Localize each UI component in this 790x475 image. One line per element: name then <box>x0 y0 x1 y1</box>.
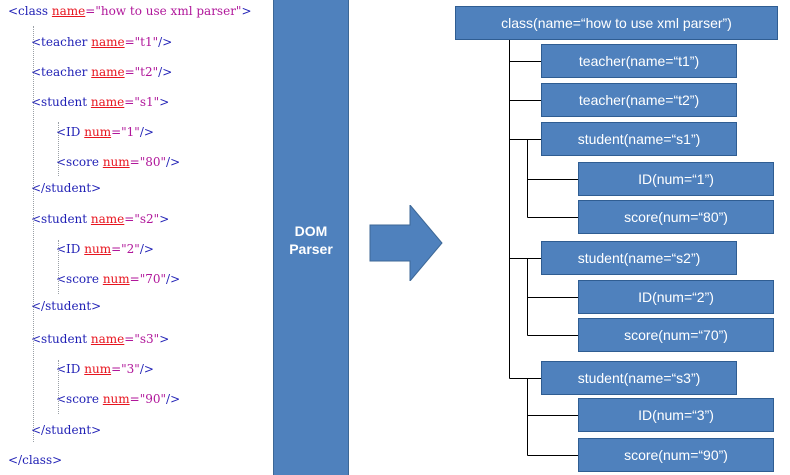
xml-tag-close: /> <box>158 65 173 79</box>
xml-tag-close: /> <box>166 272 181 286</box>
parser-label-parser: Parser <box>289 241 333 257</box>
xml-tag-close: /> <box>166 155 181 169</box>
xml-tag-close: /> <box>158 35 173 49</box>
right-arrow-icon <box>369 205 443 281</box>
xml-tag: <score <box>56 272 103 286</box>
xml-tag: <ID <box>56 125 85 139</box>
node-class-root: class(name=“how to use xml parser”) <box>455 6 778 40</box>
indent-guide <box>33 26 34 442</box>
node-score-90: score(num=“90”) <box>578 438 774 472</box>
xml-code-line: <ID num="1"/> <box>56 125 154 139</box>
xml-attribute-value: ="t2" <box>124 65 159 79</box>
xml-attribute-value: ="s2" <box>124 212 160 226</box>
xml-code-line: </student> <box>31 299 101 313</box>
node-teacher-t1: teacher(name=“t1”) <box>541 44 737 78</box>
xml-tag: <score <box>56 392 103 406</box>
xml-attribute-name: num <box>84 362 112 376</box>
xml-attribute-value: ="how to use xml parser" <box>85 4 242 18</box>
node-teacher-t2: teacher(name=“t2”) <box>541 83 737 117</box>
xml-attribute-value: ="90" <box>129 392 167 406</box>
xml-attribute-name: name <box>91 65 125 79</box>
xml-code-line: <class name="how to use xml parser"> <box>8 4 252 18</box>
xml-tag: </class> <box>8 453 63 467</box>
xml-code-line: <student name="s3"> <box>31 332 169 346</box>
xml-code-line: <teacher name="t2"/> <box>31 65 172 79</box>
xml-tag-close: > <box>159 212 170 226</box>
xml-tag-close: /> <box>139 125 154 139</box>
xml-attribute-name: num <box>102 392 130 406</box>
xml-tag: <student <box>31 95 91 109</box>
xml-attribute-name: name <box>91 35 125 49</box>
indent-guide <box>58 240 59 294</box>
xml-tag-close: > <box>159 332 170 346</box>
xml-tag: </student> <box>31 423 102 437</box>
xml-code-line: <score num="70"/> <box>56 272 180 286</box>
node-student-s2: student(name=“s2”) <box>541 241 737 275</box>
xml-attribute-value: ="s3" <box>124 332 160 346</box>
xml-attribute-name: name <box>90 95 125 109</box>
indent-guide <box>58 360 59 414</box>
xml-tag: <student <box>31 332 91 346</box>
node-student-s1: student(name=“s1”) <box>541 122 737 156</box>
xml-code-line: <student name="s2"> <box>31 212 169 226</box>
xml-attribute-value: ="80" <box>129 155 167 169</box>
xml-code-line: <teacher name="t1"/> <box>31 35 172 49</box>
parser-label-dom: DOM <box>294 223 328 239</box>
xml-tag-close: /> <box>166 392 181 406</box>
xml-tag: <class <box>8 4 52 18</box>
xml-code-line: </student> <box>31 181 101 195</box>
node-id-1: ID(num=“1”) <box>578 162 774 196</box>
node-score-80: score(num=“80”) <box>578 200 774 234</box>
xml-tag: <score <box>56 155 103 169</box>
xml-attribute-name: name <box>51 4 86 18</box>
node-student-s3: student(name=“s3”) <box>541 361 737 395</box>
xml-tag-close: /> <box>139 362 154 376</box>
xml-code-line: <ID num="2"/> <box>56 242 154 256</box>
xml-tag: </student> <box>31 181 102 195</box>
xml-attribute-name: num <box>102 272 130 286</box>
xml-tag: <teacher <box>31 35 92 49</box>
xml-attribute-value: ="s1" <box>124 95 160 109</box>
xml-attribute-name: name <box>90 332 125 346</box>
xml-tag: </student> <box>31 299 102 313</box>
xml-code-line: <score num="80"/> <box>56 155 180 169</box>
xml-attribute-value: ="2" <box>111 242 140 256</box>
xml-attribute-name: num <box>84 125 112 139</box>
xml-attribute-name: name <box>90 212 125 226</box>
xml-attribute-value: ="70" <box>129 272 167 286</box>
indent-guide <box>58 122 59 176</box>
dom-parser-block: DOM Parser <box>273 0 349 475</box>
xml-attribute-name: num <box>84 242 112 256</box>
node-id-3: ID(num=“3”) <box>578 398 774 432</box>
xml-tag-close: > <box>159 95 170 109</box>
xml-tag: <student <box>31 212 91 226</box>
node-id-2: ID(num=“2”) <box>578 280 774 314</box>
xml-attribute-value: ="t1" <box>124 35 159 49</box>
xml-code-line: <score num="90"/> <box>56 392 180 406</box>
xml-tag-close: > <box>241 4 252 18</box>
xml-code-line: </class> <box>8 453 62 467</box>
xml-code-line: <ID num="3"/> <box>56 362 154 376</box>
xml-code-line: </student> <box>31 423 101 437</box>
xml-tag: <ID <box>56 242 85 256</box>
xml-tag: <ID <box>56 362 85 376</box>
node-score-70: score(num=“70”) <box>578 318 774 352</box>
xml-code-line: <student name="s1"> <box>31 95 169 109</box>
xml-attribute-name: num <box>102 155 130 169</box>
xml-attribute-value: ="3" <box>111 362 140 376</box>
xml-attribute-value: ="1" <box>111 125 140 139</box>
xml-tag-close: /> <box>139 242 154 256</box>
xml-tag: <teacher <box>31 65 92 79</box>
